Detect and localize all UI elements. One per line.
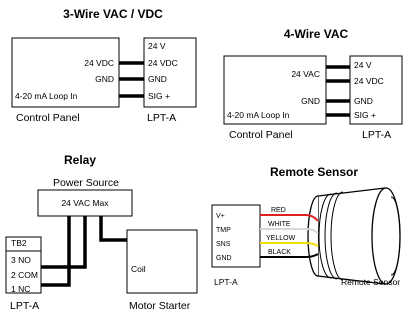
four-wire-control-panel-box <box>223 55 327 125</box>
remote-sensor-pin-label: V+ <box>216 213 225 220</box>
four-wire-lpt-label: GND <box>354 96 373 106</box>
three-wire-panel-label: GND <box>95 74 114 84</box>
relay-coil-label: Coil <box>131 264 146 274</box>
remote-sensor-ring <box>318 193 332 279</box>
relay-motor-starter-box <box>126 229 198 294</box>
remote-sensor-pin-label: TMP <box>216 227 231 234</box>
three-wire-caption-lpt: LPT-A <box>147 112 176 124</box>
relay-terminal-label: 1 NC <box>11 284 30 294</box>
remote-sensor-wire-black <box>260 253 319 258</box>
remote-sensor-wire-label: WHITE <box>268 221 291 228</box>
four-wire-caption-lpt: LPT-A <box>362 129 391 141</box>
remote-sensor-diagram: Remote Sensor V+ TMP SNS GND RED WHITE Y… <box>211 165 401 287</box>
remote-sensor-caption-sensor: Remote Sensor <box>341 277 400 287</box>
remote-sensor-wire-label: YELLOW <box>266 235 296 242</box>
remote-sensor-wire-label: BLACK <box>268 249 291 256</box>
three-wire-lpt-box <box>143 37 197 108</box>
relay-power-source-label: Power Source <box>53 177 119 189</box>
relay-caption-lpt: LPT-A <box>10 300 39 312</box>
relay-tb2-label: TB2 <box>11 238 27 248</box>
relay-title: Relay <box>64 153 96 167</box>
remote-sensor-lpt-box <box>211 204 261 268</box>
remote-sensor-ring <box>324 192 338 280</box>
remote-sensor-wire-yellow <box>260 242 319 247</box>
four-wire-panel-label: GND <box>301 96 320 106</box>
three-wire-title: 3-Wire VAC / VDC <box>63 7 163 21</box>
relay-power-box-label: 24 VAC Max <box>61 198 109 208</box>
remote-sensor-ring <box>330 191 344 281</box>
remote-sensor-pin-label: GND <box>216 255 232 262</box>
four-wire-lpt-label: 24 V <box>354 60 372 70</box>
relay-power-box <box>37 189 133 217</box>
three-wire-caption-control-panel: Control Panel <box>16 112 80 124</box>
relay-tb2-box <box>5 236 42 294</box>
relay-diagram: Relay Power Source 24 VAC Max TB2 3 NO 2… <box>5 153 198 312</box>
relay-wire-nc <box>41 207 71 287</box>
relay-caption-motor-starter: Motor Starter <box>129 300 191 312</box>
three-wire-lpt-label: SIG + <box>148 91 170 101</box>
remote-sensor-wire-label: RED <box>271 207 286 214</box>
relay-terminal-label: 2 COM <box>11 270 38 280</box>
remote-sensor-wire-red <box>260 214 319 222</box>
remote-sensor-pin-label: SNS <box>216 241 231 248</box>
three-wire-panel-label: 4-20 mA Loop In <box>15 91 78 101</box>
three-wire-lpt-label: 24 VDC <box>148 58 178 68</box>
three-wire-lpt-label: 24 V <box>148 41 166 51</box>
relay-wire-coil <box>99 207 127 242</box>
remote-sensor-wire-white <box>260 228 319 234</box>
four-wire-lpt-label: 24 VDC <box>354 76 384 86</box>
relay-terminal-label: 3 NO <box>11 255 31 265</box>
three-wire-panel-label: 24 VDC <box>84 58 114 68</box>
remote-sensor-title: Remote Sensor <box>270 165 358 179</box>
four-wire-panel-label: 24 VAC <box>291 69 320 79</box>
four-wire-lpt-box <box>349 55 403 125</box>
remote-sensor-face-ring <box>390 196 401 276</box>
three-wire-control-panel-box <box>11 37 120 108</box>
four-wire-diagram: 4-Wire VAC 24 VAC GND 4-20 mA Loop In 24… <box>223 27 403 141</box>
three-wire-lpt-label: GND <box>148 74 167 84</box>
four-wire-lpt-label: SIG + <box>354 110 376 120</box>
four-wire-caption-control-panel: Control Panel <box>229 129 293 141</box>
relay-wire-com <box>41 207 87 269</box>
remote-sensor-back <box>307 195 319 277</box>
four-wire-panel-label: 4-20 mA Loop In <box>227 110 290 120</box>
remote-sensor-caption-lpt: LPT-A <box>214 277 238 287</box>
four-wire-title: 4-Wire VAC <box>284 27 349 41</box>
three-wire-diagram: 3-Wire VAC / VDC 24 VDC GND 4-20 mA Loop… <box>11 7 197 124</box>
